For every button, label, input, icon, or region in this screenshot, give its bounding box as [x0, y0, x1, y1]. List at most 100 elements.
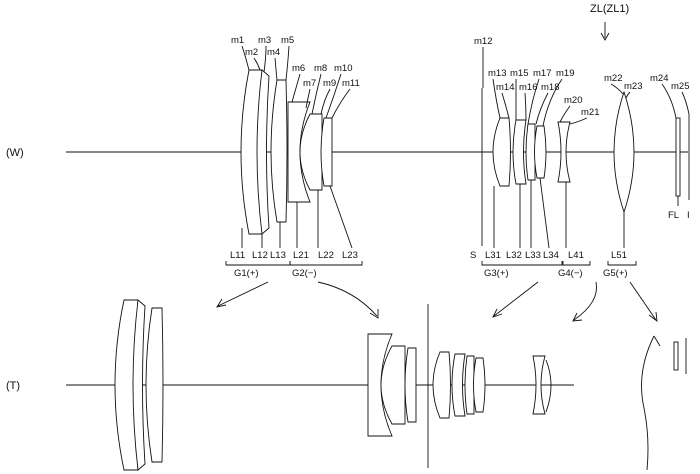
surface-label-m4: m4: [267, 47, 280, 58]
leader-m8: [311, 73, 322, 115]
lens-label-l23: L23: [342, 250, 358, 261]
state-label-tele: (T): [6, 380, 20, 392]
lens-l51-tele-edge: [653, 335, 661, 347]
surface-label-m20: m20: [564, 95, 582, 106]
lens-label-l11: L11: [230, 250, 245, 261]
surface-label-m8: m8: [314, 63, 327, 74]
arrow-g2-path: [317, 281, 378, 317]
leader-m10: [325, 73, 342, 119]
surface-label-m14: m14: [496, 82, 514, 93]
lens-label-l22: L22: [318, 250, 334, 261]
leader-m2: [253, 57, 261, 71]
bracket-g4: [562, 261, 591, 266]
surface-label-m23: m23: [624, 81, 642, 92]
lens-label-l41: L41: [568, 250, 584, 261]
surface-label-m11: m11: [342, 78, 360, 89]
lens-leader-l23: [329, 185, 353, 249]
arrow-g5-path: [629, 281, 657, 321]
group-label-g4: G4(−): [558, 268, 583, 279]
leader-m13: [492, 78, 501, 119]
leader-m1: [241, 45, 250, 71]
title-label: ZL(ZL1): [590, 3, 629, 15]
leader-m5: [285, 45, 290, 81]
bracket-g5: [607, 261, 637, 266]
arrow-g3-head: [492, 308, 503, 318]
lens-l23-wide: [320, 117, 333, 187]
surface-label-m10: m10: [334, 63, 352, 74]
filter-fl-wide: [675, 117, 681, 197]
leader-m25: [681, 91, 690, 115]
lens-l41-wide: [557, 121, 571, 183]
leader-m23: [625, 91, 631, 99]
lens-label-l33: L33: [525, 250, 541, 261]
group-label-g5: G5(+): [603, 268, 628, 279]
surface-label-m3: m3: [258, 35, 271, 46]
arrow-g2-head: [369, 309, 379, 319]
lens-l51-tele: [641, 335, 655, 471]
bracket-g1: [225, 261, 291, 266]
lens-labels: L11 L12 L13 L21 L22 L23 S L31 L32 L33 L3…: [230, 210, 690, 261]
arrow-g1-path: [217, 281, 269, 307]
leader-m18: [535, 92, 549, 125]
lens-l31-tele: [432, 351, 451, 419]
surface-leader-lines: [241, 45, 690, 127]
lens-l34-tele: [473, 357, 486, 413]
bracket-g3: [481, 261, 563, 266]
surface-label-m1: m1: [231, 35, 244, 46]
group-label-g2: G2(−): [292, 268, 317, 279]
lens-l32-wide: [512, 119, 527, 185]
surface-label-m24: m24: [650, 73, 668, 84]
title-arrow: [600, 32, 610, 41]
image-plane-label-i: I: [687, 210, 690, 221]
surface-label-m21: m21: [581, 107, 599, 118]
arrow-g1-head: [216, 298, 227, 308]
group-label-g1: G1(+): [234, 268, 259, 279]
lens-label-l12: L12: [252, 250, 268, 261]
lens-label-l32: L32: [506, 250, 522, 261]
movement-arrows: [216, 281, 658, 322]
surface-label-m16: m16: [519, 82, 537, 93]
lens-l32-tele: [451, 353, 466, 417]
lens-label-l13: L13: [270, 250, 286, 261]
arrow-g4-head: [572, 312, 583, 322]
bracket-g2: [289, 261, 363, 266]
surface-label-m12: m12: [474, 36, 492, 47]
surface-label-m18: m18: [541, 82, 559, 93]
lens-l33-wide: [525, 123, 536, 181]
lens-l41-tele: [532, 355, 546, 415]
arrow-g3-path: [493, 281, 539, 317]
lens-l41-tele-rear: [545, 359, 552, 413]
lens-label-l21: L21: [293, 250, 309, 261]
lens-label-l31: L31: [485, 250, 501, 261]
leader-m20: [559, 105, 571, 123]
leader-m4: [274, 57, 278, 81]
lens-l34-wide: [534, 125, 547, 179]
surface-label-m25: m25: [671, 81, 689, 92]
stop-label-s: S: [470, 250, 476, 261]
lens-l12-wide: [256, 69, 270, 235]
lens-l12-tele: [132, 299, 146, 471]
surface-label-m5: m5: [281, 35, 294, 46]
surface-label-m17: m17: [533, 68, 551, 79]
leader-m7: [305, 88, 311, 109]
lens-label-l34: L34: [543, 250, 559, 261]
filter-fl-tele: [673, 341, 679, 371]
leader-m22: [610, 83, 624, 95]
filter-label-fl: FL: [668, 210, 679, 221]
leader-m21: [569, 117, 588, 125]
surface-label-m13: m13: [488, 68, 506, 79]
lens-l13-wide: [270, 79, 288, 223]
surface-label-m15: m15: [510, 68, 528, 79]
leader-m24: [661, 83, 677, 119]
lens-l51-wide: [613, 90, 635, 214]
leader-m11: [331, 88, 351, 119]
group-brackets: [225, 261, 637, 266]
lens-l33-tele: [464, 355, 475, 415]
lens-leader-l34: [539, 177, 550, 249]
lens-l31-wide: [492, 117, 511, 187]
lens-leader-lines: [241, 177, 679, 249]
surface-label-m19: m19: [556, 68, 574, 79]
lens-label-l51: L51: [611, 250, 627, 261]
surface-label-m6: m6: [292, 63, 305, 74]
